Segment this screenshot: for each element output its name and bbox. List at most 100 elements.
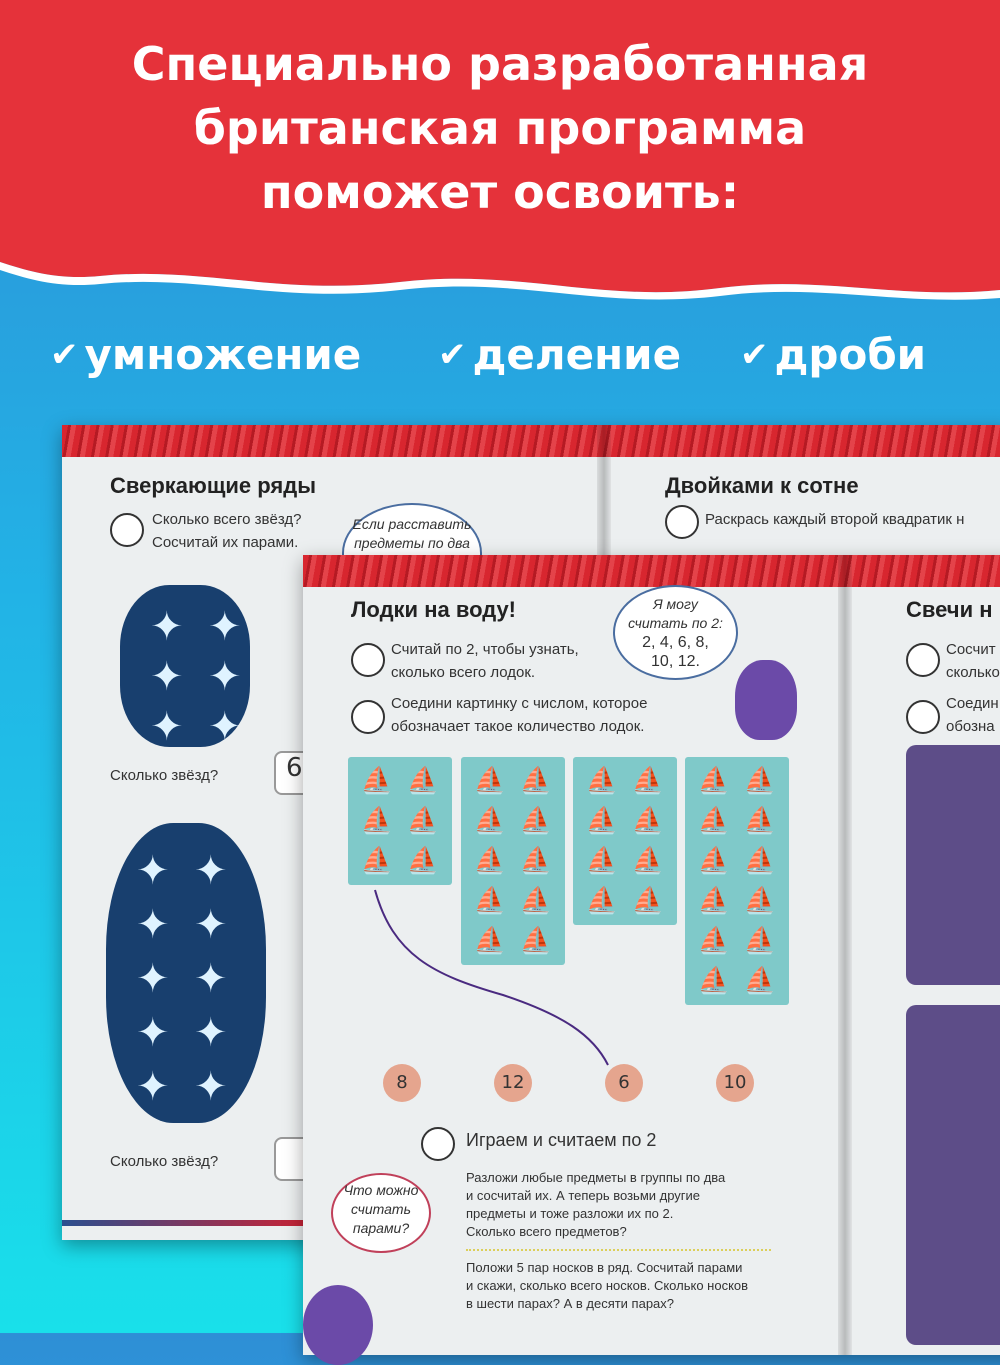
checkmark-icon: ✔	[740, 334, 769, 375]
star-icon: ✦	[136, 1010, 170, 1056]
sailboat-icon: ⛵	[406, 806, 440, 836]
star-icon: ✦	[150, 654, 184, 700]
sailboat-icon: ⛵	[697, 966, 731, 996]
page-title: Лодки на воду!	[351, 597, 517, 622]
page-title: Свечи н	[906, 597, 993, 622]
skill-fractions: ✔дроби	[740, 330, 926, 379]
bubble-text: 2, 4, 6, 8,	[642, 634, 709, 651]
headline: Специально разработанная британская прог…	[0, 32, 1000, 224]
star-icon: ✦	[194, 956, 228, 1002]
instruction: Сосчитай их парами.	[152, 534, 299, 551]
sailboat-icon: ⛵	[473, 766, 507, 796]
text-line: Сколько всего предметов?	[466, 1224, 627, 1239]
front-book-spread: Лодки на воду! Считай по 2, чтобы узнать…	[303, 555, 1000, 1365]
sailboat-icon: ⛵	[360, 806, 394, 836]
headline-line-3: поможет освоить:	[260, 165, 740, 219]
star-group-10: ✦✦✦✦✦✦✦✦✦✦	[106, 823, 266, 1123]
speech-bubble: Я могу считать по 2: 2, 4, 6, 8, 10, 12.	[613, 585, 738, 680]
instruction: Сколько всего звёзд?	[152, 511, 302, 528]
page-stripe	[62, 1220, 312, 1226]
number-circle[interactable]: 10	[716, 1064, 754, 1102]
sailboat-icon: ⛵	[360, 846, 394, 876]
sailboat-icon: ⛵	[631, 846, 665, 876]
number-circle[interactable]: 12	[494, 1064, 532, 1102]
skill-label: умножение	[84, 330, 362, 379]
sailboat-icon: ⛵	[406, 846, 440, 876]
star-icon: ✦	[208, 654, 242, 700]
star-icon: ✦	[136, 956, 170, 1002]
star-icon: ✦	[194, 1064, 228, 1110]
cakes-panel	[906, 1005, 1000, 1345]
star-group-6: ✦✦✦✦✦✦	[120, 585, 250, 747]
sailboat-icon: ⛵	[743, 846, 777, 876]
cakes-panel	[906, 745, 1000, 985]
instruction: обозна	[946, 718, 995, 735]
bubble-text: считать по 2:	[628, 615, 723, 631]
boat-group: ⛵⛵⛵⛵⛵⛵⛵⛵⛵⛵	[461, 757, 565, 965]
bubble-text: Что можно	[343, 1182, 419, 1198]
sailboat-icon: ⛵	[697, 886, 731, 916]
sailboat-icon: ⛵	[473, 886, 507, 916]
star-icon: ✦	[150, 704, 184, 750]
sailboat-icon: ⛵	[519, 846, 553, 876]
sailboat-icon: ⛵	[743, 886, 777, 916]
question: Сколько звёзд?	[110, 767, 219, 784]
sailboat-icon: ⛵	[519, 766, 553, 796]
divider	[466, 1249, 771, 1251]
instruction: сколько	[946, 664, 1000, 681]
text-line: в шести парах? А в десяти парах?	[466, 1296, 675, 1311]
red-band	[303, 555, 1000, 587]
sailboat-icon: ⛵	[697, 806, 731, 836]
star-icon: ✦	[194, 1010, 228, 1056]
star-icon: ✦	[136, 1064, 170, 1110]
boat-group: ⛵⛵⛵⛵⛵⛵	[348, 757, 452, 885]
instruction: Считай по 2, чтобы узнать,	[391, 641, 579, 658]
sailboat-icon: ⛵	[743, 926, 777, 956]
boat-group: ⛵⛵⛵⛵⛵⛵⛵⛵	[573, 757, 677, 925]
sailboat-icon: ⛵	[585, 886, 619, 916]
headline-line-2: британская программа	[193, 101, 807, 155]
bubble-text: 10, 12.	[651, 653, 700, 670]
text-line: Разложи любые предметы в группы по два	[466, 1170, 726, 1185]
skill-label: деление	[472, 330, 682, 379]
page-title: Двойками к сотне	[665, 473, 859, 498]
checkmark-icon: ✔	[438, 334, 467, 375]
star-icon: ✦	[208, 604, 242, 650]
monster-mascot	[303, 1285, 373, 1365]
text-line: предметы и тоже разложи их по 2.	[466, 1206, 674, 1221]
bubble-text: парами?	[352, 1220, 410, 1236]
activity-paragraph-1: Разложи любые предметы в группы по два и …	[466, 1169, 725, 1241]
book-gutter	[838, 555, 852, 1355]
star-icon: ✦	[194, 848, 228, 894]
skill-multiplication: ✔умножение	[50, 330, 361, 379]
bubble-text: Я могу	[653, 596, 698, 612]
sailboat-icon: ⛵	[631, 886, 665, 916]
boat-group: ⛵⛵⛵⛵⛵⛵⛵⛵⛵⛵⛵⛵	[685, 757, 789, 1005]
sailboat-icon: ⛵	[697, 846, 731, 876]
sailboat-icon: ⛵	[743, 766, 777, 796]
coins-icon	[110, 513, 144, 547]
sailboat-icon: ⛵	[519, 886, 553, 916]
coins-icon	[351, 643, 385, 677]
number-circle[interactable]: 8	[383, 1064, 421, 1102]
text-line: и сосчитай их. А теперь возьми другие	[466, 1188, 701, 1203]
sailboat-icon: ⛵	[697, 926, 731, 956]
sailboat-icon: ⛵	[360, 766, 394, 796]
instruction: обозначает такое количество лодок.	[391, 718, 645, 735]
headline-line-1: Специально разработанная	[131, 37, 869, 91]
number-circle[interactable]: 6	[605, 1064, 643, 1102]
star-icon: ✦	[194, 902, 228, 948]
sailboat-icon: ⛵	[743, 806, 777, 836]
activity-title: Играем и считаем по 2	[466, 1130, 657, 1150]
bubble-text: предметы по два	[354, 535, 470, 551]
star-icon: ✦	[208, 704, 242, 750]
skill-label: дроби	[774, 330, 927, 379]
sailboat-icon: ⛵	[697, 766, 731, 796]
sailboat-icon: ⛵	[473, 806, 507, 836]
paint-icon	[665, 505, 699, 539]
sailboat-icon: ⛵	[631, 806, 665, 836]
sailboat-icon: ⛵	[519, 806, 553, 836]
instruction: Соедин	[946, 695, 999, 712]
page-title: Сверкающие ряды	[110, 473, 317, 498]
